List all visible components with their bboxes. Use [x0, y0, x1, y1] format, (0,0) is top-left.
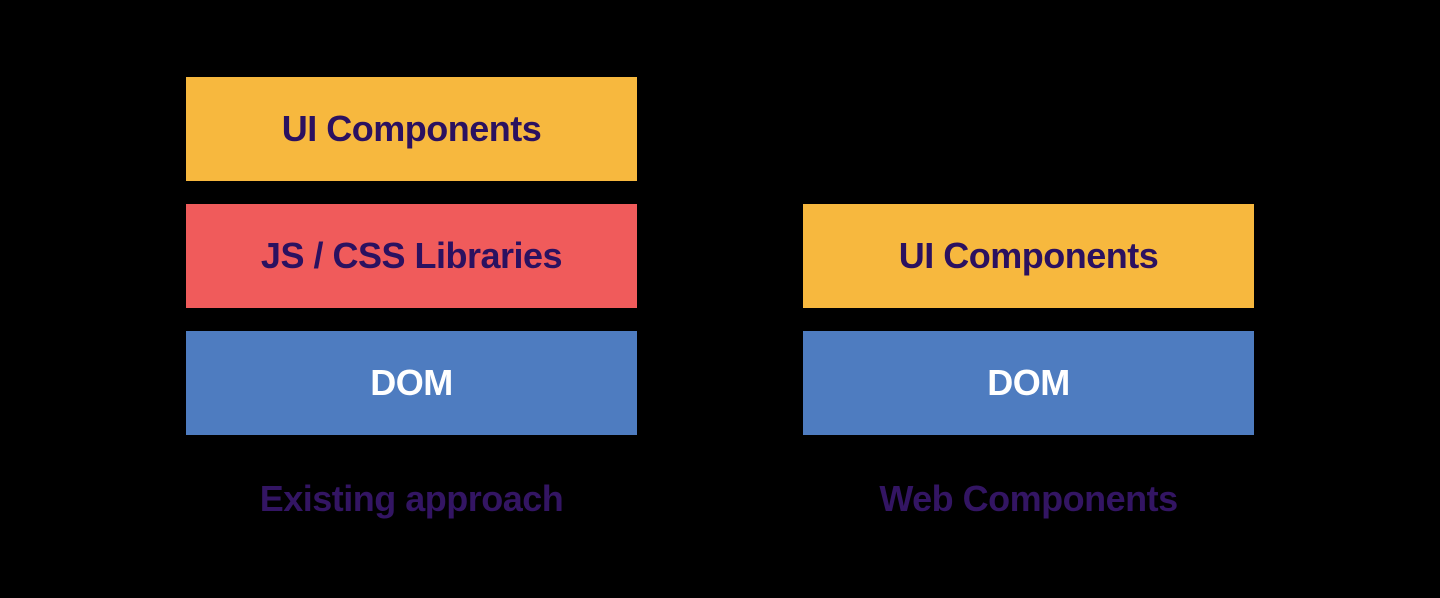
layer-js-css-libraries: JS / CSS Libraries — [186, 204, 637, 308]
layer-ui-components-right: UI Components — [803, 204, 1254, 308]
layer-label-ui-components-right: UI Components — [898, 235, 1159, 276]
web-components-stack: UI Components DOM — [803, 204, 1254, 435]
layer-label-js-css-libraries: JS / CSS Libraries — [260, 235, 563, 276]
web-components-caption: Web Components — [879, 478, 1178, 519]
layer-ui-components-left: UI Components — [186, 77, 637, 181]
existing-approach-stack: UI Components JS / CSS Libraries DOM — [186, 77, 637, 435]
existing-approach-caption: Existing approach — [259, 478, 564, 519]
layer-dom-right: DOM — [803, 331, 1254, 435]
layer-label-ui-components-left: UI Components — [281, 108, 542, 149]
layer-label-dom-right: DOM — [987, 362, 1070, 403]
layer-dom-left: DOM — [186, 331, 637, 435]
layer-label-dom-left: DOM — [370, 362, 453, 403]
